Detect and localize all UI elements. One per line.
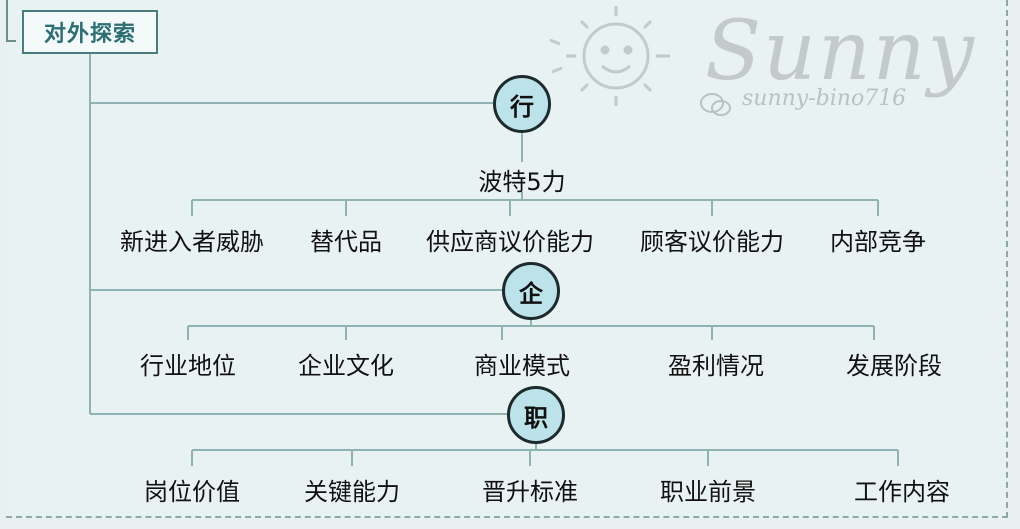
item-label: 职业前景 [660,478,756,506]
corner-bracket [6,0,16,42]
node-qi: 企 [502,262,560,320]
section-title: 对外探索 [22,10,158,54]
item-label: 顾客议价能力 [640,228,784,256]
sun-icon [549,6,670,106]
item-label: 行业地位 [140,352,236,380]
watermark-brand: Sunny [705,4,976,99]
item-label: 商业模式 [474,352,570,380]
item-label: 盈利情况 [668,352,764,380]
branch-title-porter: 波特5力 [478,168,566,196]
item-label: 供应商议价能力 [426,228,594,256]
item-label: 晋升标准 [482,478,578,506]
item-label: 岗位价值 [144,478,240,506]
item-label: 企业文化 [298,352,394,380]
node-hang: 行 [493,75,551,133]
wechat-icon [700,93,731,116]
watermark-handle: sunny-bino716 [742,86,907,111]
item-label: 工作内容 [854,478,950,506]
item-label: 内部竞争 [830,228,926,256]
item-label: 关键能力 [304,478,400,506]
item-label: 发展阶段 [846,352,942,380]
item-label: 替代品 [310,228,382,256]
item-label: 新进入者威胁 [120,228,264,256]
node-zhi: 职 [507,386,565,444]
